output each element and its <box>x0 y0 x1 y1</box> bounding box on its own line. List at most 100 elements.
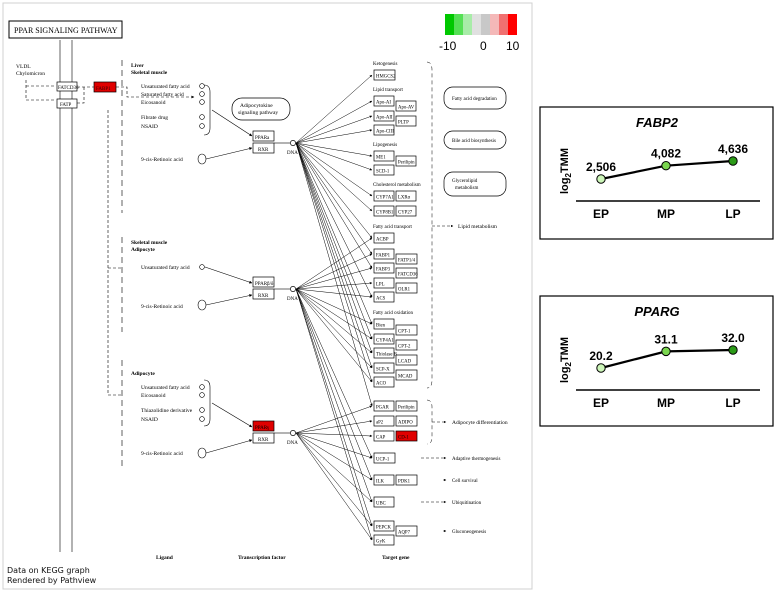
gene-label: Apo-AI <box>376 101 391 106</box>
gene-label: FABP1 <box>96 87 111 92</box>
gene-label: ACO <box>376 382 387 387</box>
retinoic-acid-label-3: 9-cis-Retinoic acid <box>141 451 183 457</box>
gene-perilipin_b[interactable] <box>395 155 417 167</box>
gene-apoa1[interactable] <box>373 95 395 107</box>
rxr-1[interactable] <box>252 288 275 300</box>
gene-ucp1[interactable] <box>373 452 396 464</box>
gene-pgar[interactable] <box>373 400 395 412</box>
receptor-1[interactable] <box>252 276 275 288</box>
gene-bien[interactable] <box>373 318 395 330</box>
gene-aqp7[interactable] <box>395 525 418 537</box>
outcome-label-0: Adaptive thermogenesis <box>452 457 501 462</box>
ligand-node <box>199 384 205 390</box>
data-label: 31.1 <box>654 332 678 346</box>
process-box-2[interactable] <box>443 171 507 197</box>
gene-me1[interactable] <box>373 150 395 162</box>
process-box-0[interactable] <box>443 86 507 110</box>
gene-apociii[interactable] <box>373 124 395 136</box>
group-lipid-transport: Lipid transport <box>373 88 403 93</box>
gene-cd1[interactable] <box>395 430 418 442</box>
gene-scd1[interactable] <box>373 164 395 176</box>
gene-lcad[interactable] <box>395 354 418 366</box>
gene-cyp4a1[interactable] <box>373 333 395 345</box>
gene-label: LXRα <box>398 196 411 201</box>
gene-label: SCP-X <box>376 368 390 373</box>
gene-ilk[interactable] <box>373 474 395 486</box>
gene-label: UCP-1 <box>376 458 390 463</box>
gene-acs[interactable] <box>373 291 395 303</box>
gene-pepck[interactable] <box>373 520 395 532</box>
data-label: 20.2 <box>589 349 613 363</box>
data-label: 4,636 <box>718 142 748 156</box>
x-tick-label: MP <box>657 207 675 221</box>
gene-apoav[interactable] <box>395 100 417 112</box>
color-key-mid: 0 <box>480 39 487 53</box>
dna-node <box>290 430 296 436</box>
gene-label: FABP3 <box>376 268 391 273</box>
gene-lxra[interactable] <box>395 190 417 202</box>
dna-label: DNA <box>287 151 298 156</box>
gene-cpt1[interactable] <box>395 324 418 336</box>
gene-fabp1[interactable] <box>373 248 395 260</box>
gene-label: MCAD <box>398 375 413 380</box>
data-label: 2,506 <box>586 160 616 174</box>
ligand-adipocyte-2: Thiazolidine derivative <box>141 408 193 414</box>
group-fatty-acid-transport: Fatty acid transport <box>373 225 412 230</box>
rxr-0[interactable] <box>252 142 275 154</box>
data-point <box>728 345 738 355</box>
color-key-min: -10 <box>439 39 457 53</box>
pathview-footer: Data on KEGG graph Rendered by Pathview <box>7 566 96 586</box>
gene-scpx[interactable] <box>373 362 395 374</box>
gene-hmgcs2[interactable] <box>373 69 396 81</box>
gene-gyk[interactable] <box>373 534 395 546</box>
gene-mcad[interactable] <box>395 369 418 381</box>
gene-pdk1[interactable] <box>395 474 418 486</box>
color-key-swatch <box>508 14 517 35</box>
gene-fatp-membrane[interactable] <box>56 98 78 109</box>
gene-apoaii[interactable] <box>373 110 395 122</box>
dna-node <box>290 286 296 292</box>
gene-label: CYP4A1 <box>376 339 394 344</box>
gene-fatcd36-membrane[interactable] <box>56 81 78 92</box>
gene-fatp1[interactable] <box>395 253 418 265</box>
gene-label: SCD-1 <box>376 170 390 175</box>
rxr-2[interactable] <box>252 432 275 444</box>
ligand-node <box>199 407 205 413</box>
gene-cyp7a1[interactable] <box>373 190 395 202</box>
gene-label: UBC <box>376 502 386 507</box>
rxr-label: RXR <box>258 294 269 299</box>
gene-cap[interactable] <box>373 430 395 442</box>
data-point <box>728 156 738 166</box>
gene-adipo[interactable] <box>395 415 418 427</box>
adipocytokine-line2: signaling pathway <box>238 110 278 116</box>
outcome-adipocyte-differentiation: Adipocyte differentiation <box>452 419 508 426</box>
gene-cyp8b1[interactable] <box>373 205 395 217</box>
outcome-label-3: Gluconeogenesis <box>452 530 486 535</box>
gene-ap2[interactable] <box>373 415 395 427</box>
gene-pltp[interactable] <box>395 115 417 127</box>
receptor-2[interactable] <box>252 420 275 432</box>
receptor-label: PPARγ <box>255 426 270 431</box>
dna-label: DNA <box>287 297 298 302</box>
gene-label: Apo-AII <box>376 116 393 121</box>
adipocytokine-line1: Adipocytokine <box>240 103 273 109</box>
gene-aco[interactable] <box>373 376 395 388</box>
gene-lpl[interactable] <box>373 277 395 289</box>
process-box-1[interactable] <box>443 130 507 150</box>
gene-cyp27[interactable] <box>395 205 417 217</box>
gene-thiolase[interactable] <box>373 347 395 359</box>
receptor-0[interactable] <box>252 130 275 142</box>
ligand-adipocyte-3: NSAID <box>141 417 158 423</box>
gene-olr1[interactable] <box>395 282 418 294</box>
gene-fatcd36[interactable] <box>395 267 418 279</box>
gene-perilipin[interactable] <box>395 400 418 412</box>
gene-fabp3[interactable] <box>373 262 395 274</box>
gene-ubc[interactable] <box>373 496 395 508</box>
gene-cpt2[interactable] <box>395 339 418 351</box>
color-key-swatch <box>499 14 508 35</box>
gene-acbp[interactable] <box>373 232 395 244</box>
process-adipocytokine[interactable] <box>231 97 291 121</box>
gene-label: FATCD36 <box>58 86 79 91</box>
ligand-liver-4: NSAID <box>141 124 158 130</box>
